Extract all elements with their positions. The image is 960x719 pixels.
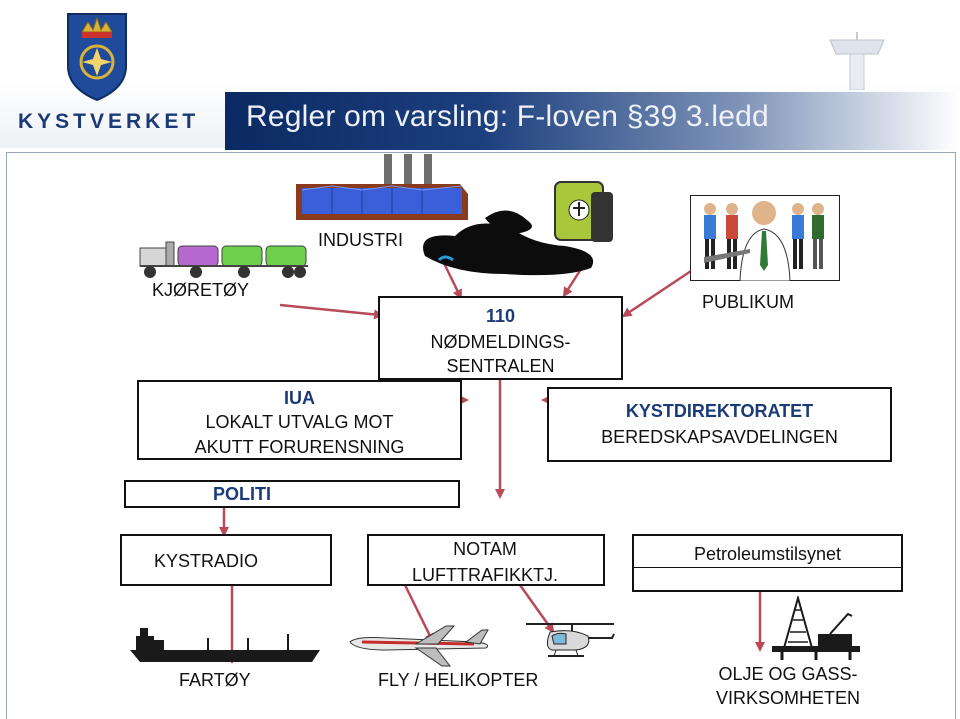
ship-icon — [130, 628, 320, 662]
label-beredskapsavdelingen: BEREDSKAPSAVDELINGEN — [601, 427, 838, 447]
label-olje-og-gass: OLJE OG GASS- — [718, 664, 858, 684]
airplane-icon — [349, 625, 489, 667]
box-kystdirektoratet — [547, 387, 892, 462]
label-nodmeldings: NØDMELDINGS- — [430, 332, 571, 352]
label-publikum: PUBLIKUM — [702, 292, 795, 312]
oil-rig-icon — [772, 596, 860, 660]
box-iua — [137, 380, 462, 460]
label-lufttrafikktj: LUFTTRAFIKKTJ. — [411, 565, 558, 585]
box-kystradio — [120, 534, 332, 586]
label-fartoy: FARTØY — [179, 670, 251, 690]
control-tower-icon — [829, 32, 885, 90]
industry-factory-icon — [296, 154, 468, 220]
content-frame — [6, 152, 956, 719]
box-nodmeldingssentralen — [378, 296, 623, 380]
label-kystdirektoratet: KYSTDIREKTORATET — [625, 401, 814, 421]
kystverket-crest-icon — [67, 13, 127, 102]
helicopter-icon — [526, 623, 615, 657]
tanker-truck-icon — [139, 241, 308, 278]
public-people-icon — [690, 195, 840, 281]
oil-spill-barrels-icon — [423, 181, 613, 276]
box-notam — [367, 534, 605, 586]
label-sentralen: SENTRALEN — [446, 356, 555, 376]
label-notam: NOTAM — [453, 539, 517, 559]
label-kjoretoy: KJØRETØY — [152, 280, 250, 300]
box-petroleumstilsynet — [632, 534, 903, 592]
label-110: 110 — [485, 306, 516, 326]
logo-text: KYSTVERKET — [18, 110, 200, 133]
label-kystradio: KYSTRADIO — [153, 551, 259, 571]
label-petroleumstilsynet: Petroleumstilsynet — [693, 544, 842, 564]
label-industri: INDUSTRI — [318, 230, 403, 250]
label-virksomheten: VIRKSOMHETEN — [715, 688, 861, 708]
title-banner — [225, 92, 960, 150]
box-politi — [124, 480, 460, 508]
page-title: Regler om varsling: F-loven §39 3.ledd — [246, 100, 769, 133]
petroleum-divider — [634, 567, 901, 568]
label-politi: POLITI — [213, 484, 271, 504]
label-lokalt-utvalg: LOKALT UTVALG MOT — [205, 412, 394, 432]
label-fly-helikopter: FLY / HELIKOPTER — [378, 670, 539, 690]
label-akutt-forurensning: AKUTT FORURENSNING — [194, 437, 405, 457]
label-iua: IUA — [284, 388, 315, 408]
